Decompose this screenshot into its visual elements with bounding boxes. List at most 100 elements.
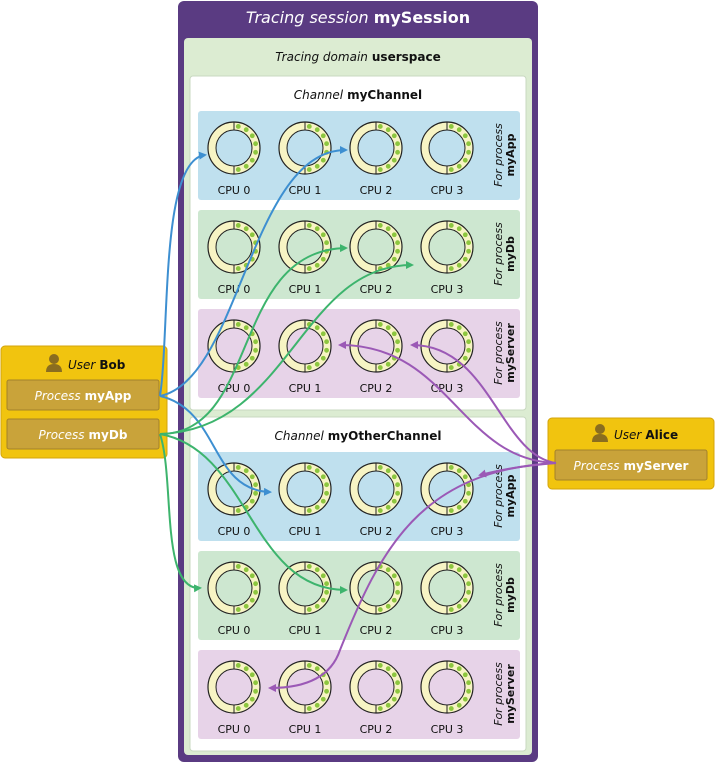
event-dot [324,141,329,147]
event-dot [462,355,468,361]
cpu-label: CPU 3 [431,723,464,736]
event-dot [243,361,249,367]
process-row-label: For processmyApp [492,464,517,528]
event-dot [253,589,258,595]
event-dot [243,567,249,573]
ring-buffer-cpu0 [207,660,261,714]
event-dot [314,468,320,474]
ring-buffer-cpu3 [420,319,474,373]
event-dot [448,564,454,569]
arrow-mydb-to-mychannel-cpu3 [159,261,414,435]
event-dot [235,223,241,228]
process-myserver-box [554,449,708,481]
event-dot [306,663,312,668]
ring-buffer-cpu3 [420,220,474,274]
arrow-mydb-to-myotherchannel-cpu0 [159,433,202,593]
event-dot [448,508,454,513]
event-dot [243,325,249,331]
event-dot [385,504,391,510]
event-dot [456,325,462,331]
event-dot [385,468,391,474]
cpu-label: CPU 1 [289,184,322,197]
event-dot [243,666,249,672]
event-dot [377,124,383,129]
event-dot [391,672,397,678]
ring-buffer-cpu0 [207,319,261,373]
process-row-label: For processmyApp [492,123,517,187]
event-dot [448,706,454,711]
event-dot [314,567,320,573]
event-dot [466,680,471,686]
event-dot [253,149,258,155]
event-dot [249,672,255,678]
event-dot [385,361,391,367]
event-dot [448,322,454,327]
event-dot [243,702,249,708]
event-dot [235,322,241,327]
event-dot [395,482,400,488]
event-dot [253,141,258,147]
event-dot [385,226,391,232]
event-dot [395,581,400,587]
cpu-label: CPU 2 [360,283,393,296]
cpu-label: CPU 1 [289,624,322,637]
event-dot [253,688,258,694]
cpu-label: CPU 0 [218,723,251,736]
event-dot [456,603,462,609]
event-dot [385,127,391,133]
cpu-label: CPU 1 [289,283,322,296]
process-row-label: For processmyServer [492,662,517,726]
event-dot [466,490,471,496]
event-dot [391,133,397,139]
cpu-label: CPU 3 [431,382,464,395]
ring-buffer-cpu3 [420,561,474,615]
event-dot [466,589,471,595]
event-dot [320,355,326,361]
event-dot [462,573,468,579]
event-dot [385,567,391,573]
event-dot [456,163,462,169]
event-dot [324,581,329,587]
event-dot [395,688,400,694]
event-dot [456,702,462,708]
event-dot [456,127,462,133]
ring-buffer-cpu2 [349,220,403,274]
cpu-label: CPU 0 [218,382,251,395]
event-dot [320,157,326,163]
cpu-label: CPU 2 [360,184,393,197]
event-dot [235,508,241,513]
arrow-myapp-to-mychannel-cpu0 [159,151,207,397]
event-dot [466,688,471,694]
event-dot [249,232,255,238]
event-dot [320,256,326,262]
event-dot [320,573,326,579]
event-dot [253,482,258,488]
event-dot [466,581,471,587]
cpu-label: CPU 1 [289,723,322,736]
ring-buffer-cpu1 [278,319,332,373]
event-dot [448,663,454,668]
user-icon [46,354,62,372]
event-dot [235,465,241,470]
event-dot [253,680,258,686]
cpu-label: CPU 1 [289,525,322,538]
arrow-myserver-to-myotherchannel-cpu1 [268,462,557,692]
event-dot [462,672,468,678]
event-dot [462,232,468,238]
event-dot [314,262,320,268]
cpu-label: CPU 3 [431,624,464,637]
event-dot [385,603,391,609]
event-dot [466,149,471,155]
event-dot [462,498,468,504]
cpu-label: CPU 3 [431,525,464,538]
ring-buffer-cpu2 [349,561,403,615]
